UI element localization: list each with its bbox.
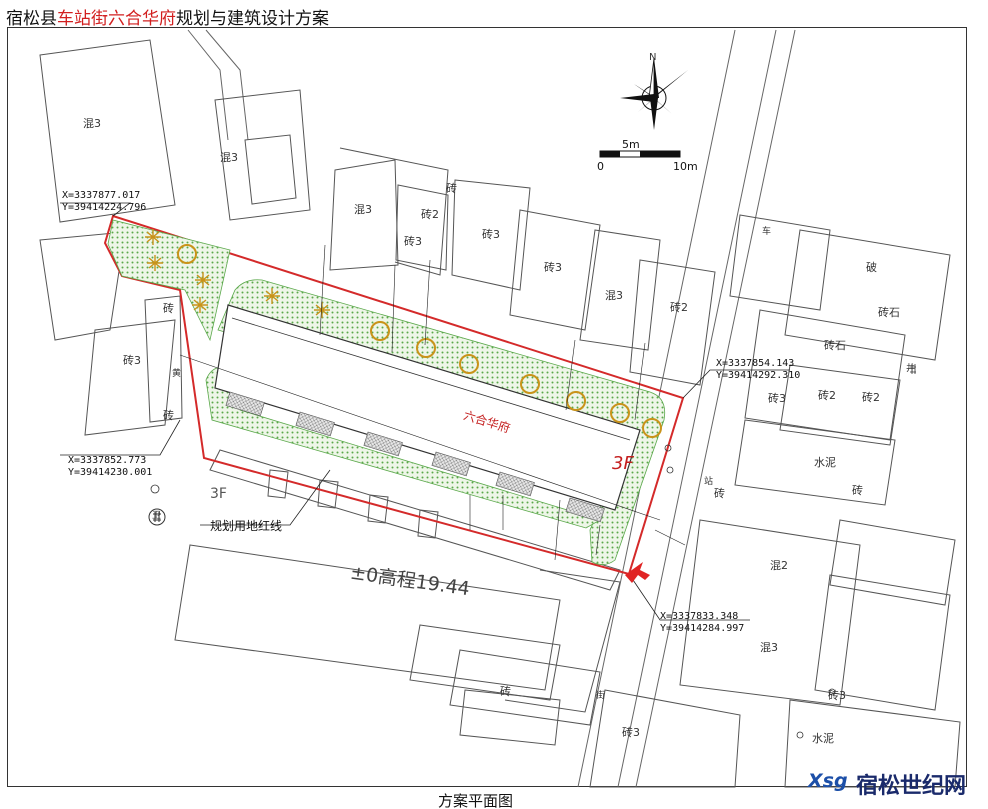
coordinate-leaders [60, 202, 790, 621]
building-label: 砖3 [828, 689, 846, 702]
balcony-strips [225, 391, 605, 523]
site-red-line [103, 214, 685, 576]
building-footprint [214, 304, 641, 511]
street-label: 黄 [172, 369, 182, 379]
building-label: 砖3 [404, 235, 422, 248]
building-label: 砖石 [878, 306, 900, 319]
building-label: 砖 [714, 487, 725, 500]
drawing-caption: 方案平面图 [438, 792, 514, 809]
building-label: 砖2 [421, 208, 439, 221]
building-label: 砖2 [670, 301, 688, 314]
drawing-frame [7, 27, 967, 787]
building-label: 砖2 [862, 391, 880, 404]
building-label: 砖 [446, 182, 457, 195]
title-prefix: 宿松县 [6, 9, 57, 29]
coord-ne: X=3337854.143 Y=39414292.310 [716, 358, 801, 381]
street-label: 站 [704, 477, 714, 487]
floor-count-label: 3F [612, 453, 634, 474]
street-label: 卫 [152, 511, 162, 521]
building-label: 混3 [605, 289, 623, 302]
surrounding-buildings [39, 39, 961, 788]
building-label: 混3 [760, 641, 778, 654]
coord-sw: X=3337852.773 Y=39414230.001 [68, 455, 153, 478]
red-line-label: 规划用地红线 [210, 519, 283, 533]
building-label: 混3 [354, 203, 372, 216]
street-label: 井 [906, 364, 916, 374]
building-label: 砖 [163, 409, 174, 422]
scale-end-label: 10m [673, 160, 698, 173]
small-symbols [150, 364, 916, 739]
building-label: 砖3 [123, 354, 141, 367]
building-label: 砖2 [818, 389, 836, 402]
building-label: 混3 [220, 151, 238, 164]
coord-se: X=3337833.348 Y=39414284.997 [660, 611, 745, 634]
scale-start-label: 0 [597, 160, 604, 173]
palm-plants [145, 229, 330, 318]
building-label: 混3 [83, 117, 101, 130]
coord-nw: X=3337877.017 Y=39414224.796 [62, 190, 147, 213]
scale-mid-label: 5m [622, 138, 640, 151]
watermark-logo: Xsg [808, 770, 848, 792]
neighbor-floor-label: 3F [210, 486, 227, 502]
building-label: 砖 [163, 302, 174, 315]
building-label: 砖3 [768, 392, 786, 405]
watermark-text: 宿松世纪网 [855, 774, 966, 799]
dimension-lines [179, 244, 686, 561]
street-label: 街 [596, 691, 606, 701]
scale-bar [599, 150, 681, 158]
entrance-arrow [625, 562, 650, 583]
page-title: 宿松县车站街六合华府规划与建筑设计方案 [6, 4, 329, 29]
building-label: 破 [866, 261, 877, 274]
building-label: 砖 [500, 685, 511, 698]
building-label: 砖3 [622, 726, 640, 739]
title-highlight: 车站街六合华府 [57, 9, 176, 29]
building-label: 砖3 [482, 228, 500, 241]
building-label: 砖 [852, 484, 863, 497]
street-label: 车 [762, 227, 772, 237]
building-label: 砖3 [544, 261, 562, 274]
north-label: N [649, 52, 657, 63]
building-label: 水泥 [812, 732, 834, 745]
north-arrow [620, 57, 688, 130]
well-symbol [148, 508, 166, 526]
building-label: 砖石 [824, 339, 846, 352]
building-label: 水泥 [814, 456, 836, 469]
title-suffix: 规划与建筑设计方案 [176, 9, 329, 29]
building-label: 混2 [770, 559, 788, 572]
